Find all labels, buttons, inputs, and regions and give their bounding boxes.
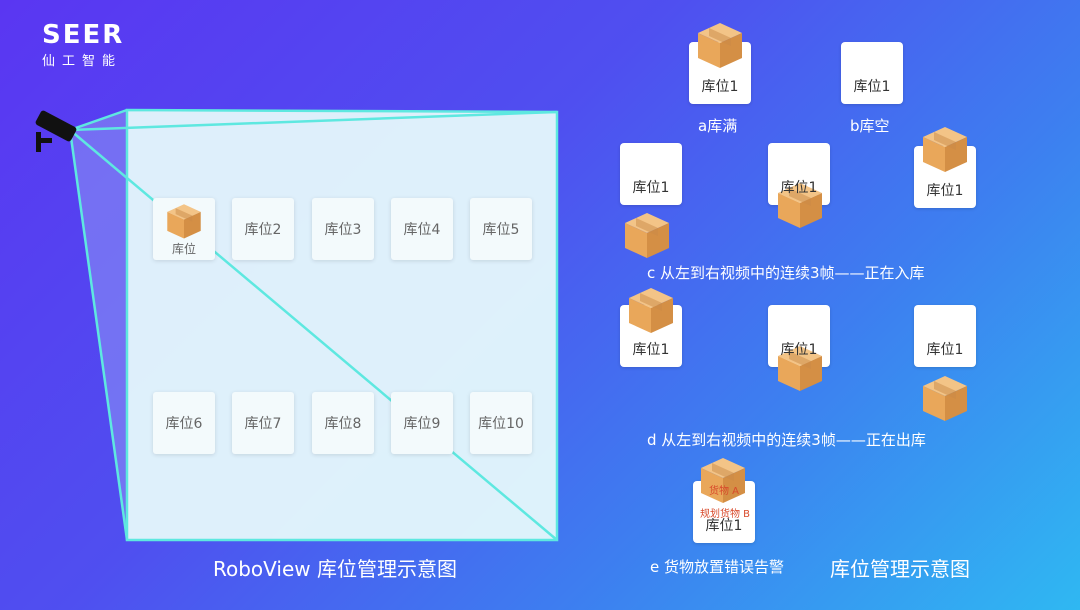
slot-label: 库位6 <box>165 416 203 432</box>
slot-label: 库位8 <box>324 416 362 432</box>
storage-card: 库位1 <box>768 305 830 367</box>
caption-e: e 货物放置错误告警 <box>650 558 784 576</box>
cargo-box-icon <box>920 373 970 423</box>
card-label: 库位1 <box>853 79 891 95</box>
storage-slot: 库位4 <box>391 198 453 260</box>
card-label: 库位1 <box>780 180 818 196</box>
storage-slot: 库位7 <box>232 392 294 454</box>
card-label: 库位1 <box>632 180 670 196</box>
card-label: 库位1 <box>632 342 670 358</box>
storage-card: 库位1 <box>768 143 830 205</box>
storage-slot: 库位3 <box>312 198 374 260</box>
cargo-box-icon <box>698 455 748 505</box>
slot-label: 库位10 <box>478 416 524 432</box>
storage-slot: 库位8 <box>312 392 374 454</box>
storage-card: 库位1 <box>620 143 682 205</box>
cargo-box-icon <box>626 285 676 335</box>
slot-label: 库位3 <box>324 222 362 238</box>
slot-label: 库位7 <box>244 416 282 432</box>
left-title: RoboView 库位管理示意图 <box>213 557 457 581</box>
caption-a: a库满 <box>698 117 738 135</box>
actual-cargo-label: 货物 A <box>709 486 740 497</box>
storage-slot: 库位2 <box>232 198 294 260</box>
right-title: 库位管理示意图 <box>830 557 970 581</box>
cargo-box-icon <box>165 202 203 240</box>
card-label: 库位1 <box>705 518 743 534</box>
seer-logo: SEER 仙工智能 <box>42 20 125 69</box>
slot-label: 库位4 <box>403 222 441 238</box>
slot-label: 库位 <box>171 242 196 256</box>
card-label: 库位1 <box>926 342 964 358</box>
card-label: 库位1 <box>926 183 964 199</box>
camera-icon <box>35 110 77 152</box>
storage-slot: 库位6 <box>153 392 215 454</box>
planned-cargo-label: 规划货物 B <box>700 509 751 520</box>
storage-card: 库位1 <box>914 305 976 367</box>
cargo-box-icon <box>775 343 825 393</box>
cargo-box-icon <box>695 20 745 70</box>
caption-c: c 从左到右视频中的连续3帧——正在入库 <box>647 264 925 282</box>
storage-slot: 库位5 <box>470 198 532 260</box>
caption-d: d 从左到右视频中的连续3帧——正在出库 <box>647 431 926 449</box>
card-label: 库位1 <box>701 79 739 95</box>
storage-slot: 库位10 <box>470 392 532 454</box>
card-label: 库位1 <box>780 342 818 358</box>
cargo-box-icon <box>622 210 672 260</box>
slot-label: 库位5 <box>482 222 520 238</box>
slot-label: 库位9 <box>403 416 441 432</box>
storage-slot: 库位9 <box>391 392 453 454</box>
storage-card: 库位1 <box>841 42 903 104</box>
cargo-box-icon <box>920 124 970 174</box>
slot-label: 库位2 <box>244 222 282 238</box>
cargo-box-icon <box>775 180 825 230</box>
caption-b: b库空 <box>850 117 890 135</box>
